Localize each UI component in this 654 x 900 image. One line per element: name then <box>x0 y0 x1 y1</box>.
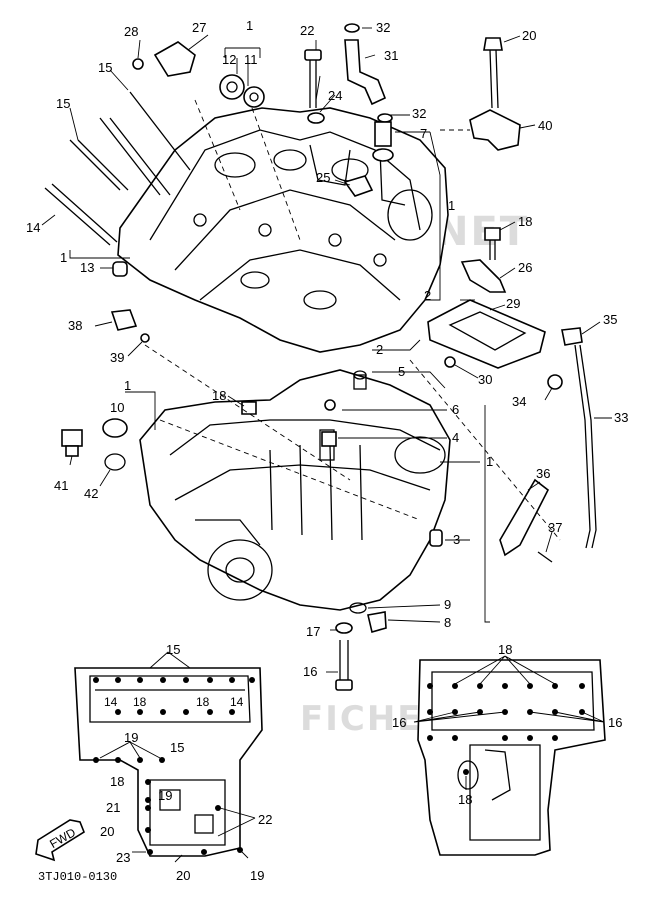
label-39: 39 <box>110 350 124 365</box>
label-17: 17 <box>306 624 320 639</box>
label-15-left: 15 <box>56 96 70 111</box>
bolts-and-parts <box>44 23 597 691</box>
label-38: 38 <box>68 318 82 333</box>
inset-left: 15 14 18 18 14 19 15 18 19 21 20 22 23 2… <box>74 642 272 883</box>
watermark-bottom: FICHE <box>300 699 423 739</box>
label-42: 42 <box>84 486 98 501</box>
label-8: 8 <box>444 615 451 630</box>
inset-left-label-22: 22 <box>258 812 272 827</box>
label-4: 4 <box>452 430 459 445</box>
label-1-far: 1 <box>448 198 455 213</box>
inset-left-label-19-a: 19 <box>124 730 138 745</box>
label-14: 14 <box>26 220 40 235</box>
inset-right-label-16-left: 16 <box>392 715 406 730</box>
label-20: 20 <box>522 28 536 43</box>
label-12: 12 <box>222 52 236 67</box>
lower-crankcase <box>139 369 451 611</box>
label-37: 37 <box>548 520 562 535</box>
label-27: 27 <box>192 20 206 35</box>
label-28: 28 <box>124 24 138 39</box>
label-2-upper: 2 <box>424 288 431 303</box>
inset-left-label-23: 23 <box>116 850 130 865</box>
label-26: 26 <box>518 260 532 275</box>
front-arrow-icon: FWD <box>35 819 85 862</box>
label-9: 9 <box>444 597 451 612</box>
label-1-right: 1 <box>486 454 493 469</box>
inset-left-label-19-c: 19 <box>250 868 264 883</box>
label-29: 29 <box>506 296 520 311</box>
label-41: 41 <box>54 478 68 493</box>
inset-left-label-18-b: 18 <box>196 695 210 709</box>
part-labels: 1 11 12 27 28 15 15 14 1 13 22 32 31 24 … <box>26 18 628 679</box>
upper-crankcase <box>117 107 449 353</box>
inset-right-label-16-right: 16 <box>608 715 622 730</box>
label-40: 40 <box>538 118 552 133</box>
inset-right-label-18-top: 18 <box>498 642 512 657</box>
label-32-mid: 32 <box>412 106 426 121</box>
label-25: 25 <box>316 170 330 185</box>
label-6: 6 <box>452 402 459 417</box>
label-24: 24 <box>328 88 342 103</box>
label-16: 16 <box>303 664 317 679</box>
label-18-lower: 18 <box>212 388 226 403</box>
inset-left-label-15-b: 15 <box>170 740 184 755</box>
label-30: 30 <box>478 372 492 387</box>
label-1-left: 1 <box>60 250 67 265</box>
label-35: 35 <box>603 312 617 327</box>
label-3: 3 <box>453 532 460 547</box>
label-7: 7 <box>420 126 427 141</box>
label-11: 11 <box>244 52 258 67</box>
inset-left-label-18-a: 18 <box>133 695 147 709</box>
inset-left-label-20-b: 20 <box>176 868 190 883</box>
label-36: 36 <box>536 466 550 481</box>
inset-left-label-18-c: 18 <box>110 774 124 789</box>
inset-right: 18 16 16 18 <box>392 642 622 856</box>
label-33: 33 <box>614 410 628 425</box>
inset-right-label-18-bottom: 18 <box>458 792 472 807</box>
label-10: 10 <box>110 400 124 415</box>
leader-lines <box>41 27 612 673</box>
label-32-top: 32 <box>376 20 390 35</box>
label-1-mid: 1 <box>124 378 131 393</box>
label-2-lower: 2 <box>376 342 383 357</box>
label-31: 31 <box>384 48 398 63</box>
inset-left-label-20-a: 20 <box>100 824 114 839</box>
label-15-top: 15 <box>98 60 112 75</box>
label-34: 34 <box>512 394 526 409</box>
label-13: 13 <box>80 260 94 275</box>
inset-left-label-15-top: 15 <box>166 642 180 657</box>
inset-left-label-14-b: 14 <box>230 695 244 709</box>
label-1-top: 1 <box>246 18 253 33</box>
inset-left-label-14-a: 14 <box>104 695 118 709</box>
inset-left-label-21: 21 <box>106 800 120 815</box>
label-22: 22 <box>300 23 314 38</box>
label-5: 5 <box>398 364 405 379</box>
label-18-right: 18 <box>518 214 532 229</box>
diagram-code: 3TJ010-0130 <box>38 870 117 884</box>
inset-left-label-19-b: 19 <box>158 788 172 803</box>
